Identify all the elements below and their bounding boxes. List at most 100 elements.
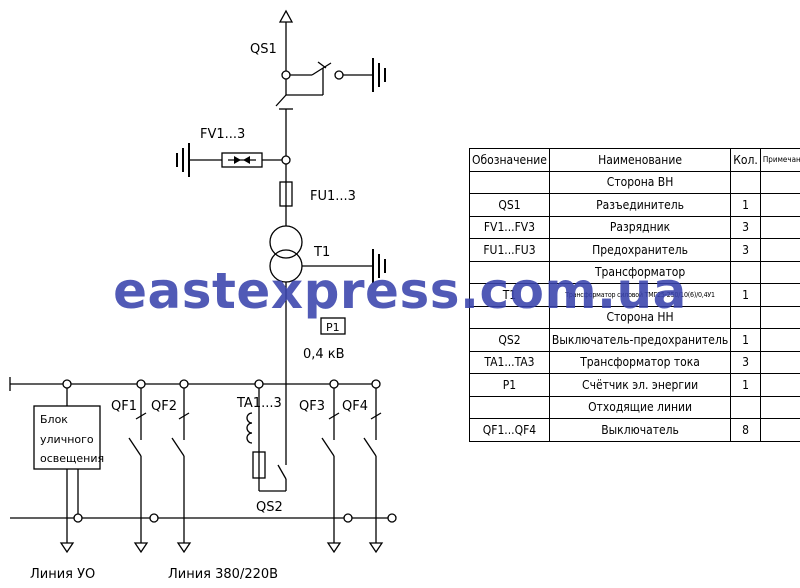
cell-designation: QS1	[469, 193, 550, 217]
cell-note	[759, 373, 800, 397]
cell-name: Предохранитель	[548, 238, 732, 262]
cell-designation: TA1...TA3	[469, 350, 550, 374]
header-notes: Примечания	[759, 148, 800, 172]
cell-designation: QF1...QF4	[469, 418, 550, 442]
busbar-04kv	[9, 377, 381, 391]
outgoing-arrow-icon	[368, 542, 384, 554]
cell-name: Разрядник	[548, 215, 732, 239]
label-qs2: QS2	[256, 500, 283, 515]
meter-p1	[320, 317, 346, 335]
section-title: Отходящие линии	[548, 395, 732, 419]
label-p1: P1	[326, 321, 340, 334]
block-label-line1: Блок	[40, 413, 68, 426]
block-label-line3: освещения	[40, 452, 104, 465]
section-title: Сторона НН	[548, 305, 732, 329]
current-transformer-ta	[246, 388, 260, 452]
cell-note	[759, 283, 800, 307]
cell-qty: 1	[730, 283, 761, 307]
label-line-main: Линия 380/220В	[168, 567, 278, 582]
empty-cell	[759, 170, 800, 194]
cell-note	[759, 238, 800, 262]
incoming-arrow-icon	[278, 9, 294, 23]
empty-cell	[730, 260, 761, 284]
earth-icon	[176, 143, 190, 177]
table-section-row: Отходящие линии	[469, 395, 800, 419]
cell-note	[759, 215, 800, 239]
empty-cell	[469, 170, 550, 194]
empty-cell	[730, 305, 761, 329]
bottom-bus	[10, 513, 397, 523]
label-qs1: QS1	[250, 42, 277, 57]
empty-cell	[730, 395, 761, 419]
breaker-qf4	[363, 388, 382, 543]
label-fv: FV1...3	[200, 127, 245, 142]
disconnector-qs1	[275, 61, 372, 156]
empty-cell	[759, 395, 800, 419]
empty-cell	[469, 260, 550, 284]
specification-table: Обозначение Наименование Кол. Примечания…	[469, 148, 800, 442]
header-designation: Обозначение	[469, 148, 550, 172]
section-title: Трансформатор	[548, 260, 732, 284]
empty-cell	[469, 305, 550, 329]
label-qf3: QF3	[299, 399, 325, 414]
surge-arrester-fv	[190, 152, 291, 168]
cell-designation: P1	[469, 373, 550, 397]
cell-qty: 1	[730, 193, 761, 217]
outgoing-arrow-icon	[59, 542, 75, 554]
table-section-row: Сторона НН	[469, 305, 800, 329]
cell-note	[759, 328, 800, 352]
label-fu: FU1...3	[310, 189, 356, 204]
breaker-qf3	[321, 388, 340, 543]
empty-cell	[469, 395, 550, 419]
cell-note	[759, 350, 800, 374]
empty-cell	[759, 260, 800, 284]
outgoing-arrows	[59, 542, 384, 554]
cell-note	[759, 418, 800, 442]
table-section-row: Сторона ВН	[469, 170, 800, 194]
outgoing-arrow-icon	[133, 542, 149, 554]
label-qf2: QF2	[151, 399, 177, 414]
label-qf1: QF1	[111, 399, 137, 414]
label-qf4: QF4	[342, 399, 368, 414]
cell-qty: 3	[730, 350, 761, 374]
cell-note	[759, 193, 800, 217]
cell-name: Разъединитель	[548, 193, 732, 217]
cell-name: Счётчик эл. энергии	[548, 373, 732, 397]
label-voltage: 0,4 кВ	[303, 347, 345, 362]
cell-name: Трансформатор силовой ТМГ25-250/10(6)/0,…	[548, 283, 732, 307]
cell-designation: QS2	[469, 328, 550, 352]
breaker-qf1	[128, 388, 147, 543]
table-section-row: Трансформатор	[469, 260, 800, 284]
header-qty: Кол.	[730, 148, 761, 172]
cell-qty: 3	[730, 215, 761, 239]
cell-designation: FU1...FU3	[469, 238, 550, 262]
table-header-row: Обозначение Наименование Кол. Примечания	[469, 148, 800, 172]
section-title: Сторона ВН	[548, 170, 732, 194]
cell-qty: 1	[730, 373, 761, 397]
switch-qs2	[258, 384, 287, 492]
outgoing-arrow-icon	[326, 542, 342, 554]
cell-name: Выключатель	[548, 418, 732, 442]
hv-incoming	[278, 9, 294, 75]
breaker-qf2	[171, 388, 190, 543]
block-label-line2: уличного	[40, 433, 94, 446]
cell-name: Трансформатор тока	[548, 350, 732, 374]
cell-qty: 1	[730, 328, 761, 352]
cell-qty: 8	[730, 418, 761, 442]
header-name: Наименование	[548, 148, 732, 172]
empty-cell	[730, 170, 761, 194]
earth-icon	[372, 58, 386, 92]
transformer-t1	[269, 225, 372, 384]
earth-icon	[372, 249, 386, 283]
label-t1: T1	[313, 245, 330, 260]
